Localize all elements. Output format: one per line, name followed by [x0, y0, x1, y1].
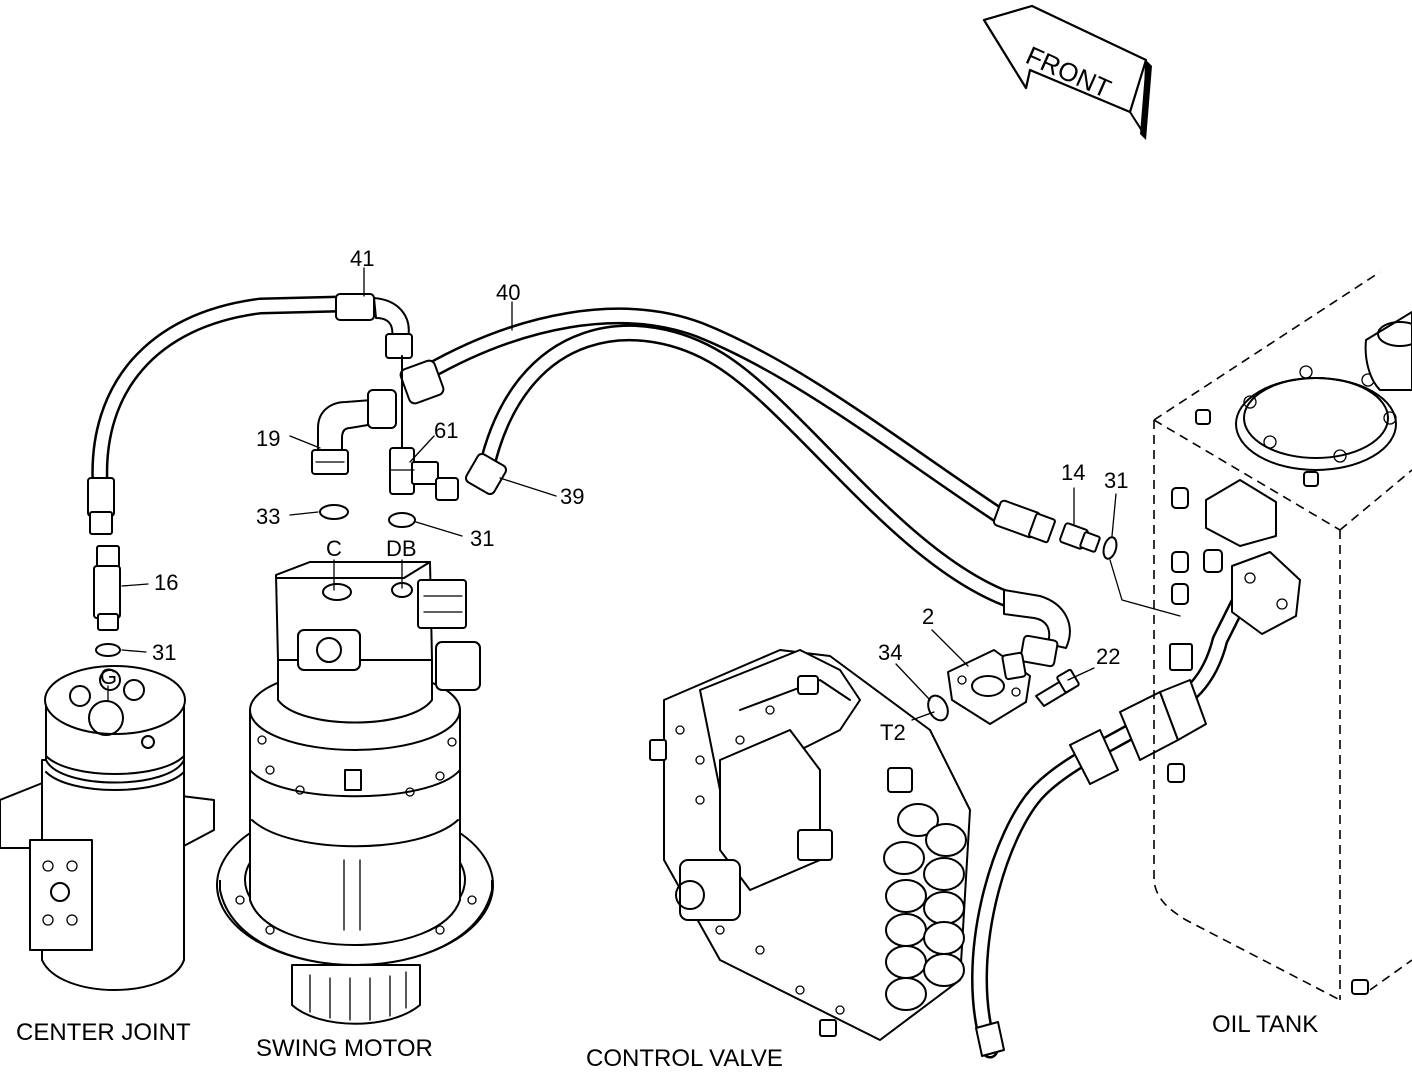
front-arrow-icon: FRONT — [982, 4, 1152, 140]
adapter-14 — [1059, 522, 1101, 553]
o-ring-31-g — [95, 643, 121, 657]
port-labels: C DB G T2 — [100, 536, 906, 745]
callout-34: 34 — [878, 640, 902, 665]
flange-2 — [947, 649, 1031, 725]
elbow-fitting-19 — [311, 389, 397, 475]
center-joint — [0, 665, 215, 991]
control-valve-spools — [883, 803, 967, 1011]
adapter-16 — [93, 545, 121, 631]
control-valve — [649, 649, 971, 1041]
callout-41: 41 — [350, 246, 374, 271]
port-c-label: C — [326, 536, 342, 561]
swing-motor-label: SWING MOTOR — [256, 1035, 433, 1062]
hose-39 — [464, 324, 1071, 668]
callout-40: 40 — [496, 280, 520, 305]
center-joint-label: CENTER JOINT — [16, 1019, 191, 1046]
callout-19: 19 — [256, 426, 280, 451]
hose-40 — [399, 307, 1056, 544]
bolt-22 — [1035, 668, 1080, 707]
control-valve-label: CONTROL VALVE — [586, 1045, 783, 1072]
callout-31-db: 31 — [470, 526, 494, 551]
callout-14: 14 — [1061, 460, 1085, 485]
component-labels: CENTER JOINT SWING MOTOR CONTROL VALVE O… — [16, 1011, 1318, 1072]
port-db-label: DB — [386, 536, 417, 561]
hose-41 — [87, 293, 413, 535]
port-t2-label: T2 — [880, 720, 906, 745]
o-ring-31-tank — [1102, 536, 1118, 560]
callout-39: 39 — [560, 484, 584, 509]
callout-22: 22 — [1096, 644, 1120, 669]
o-ring-31-db — [388, 512, 416, 528]
o-ring-34 — [927, 694, 949, 722]
o-ring-33 — [319, 504, 349, 520]
callout-2: 2 — [922, 604, 934, 629]
callout-31-tank: 31 — [1104, 468, 1128, 493]
swing-motor — [216, 561, 494, 1025]
leader-lines — [107, 267, 1117, 721]
callout-16: 16 — [154, 570, 178, 595]
return-pipe — [971, 551, 1301, 1059]
port-g-label: G — [100, 664, 117, 689]
oil-tank-label: OIL TANK — [1212, 1011, 1318, 1038]
callout-33: 33 — [256, 504, 280, 529]
tee-fitting-61 — [389, 355, 459, 501]
oil-tank — [1153, 271, 1412, 1001]
callout-numbers: 41 40 19 61 39 33 31 16 31 14 31 2 34 22 — [152, 246, 1128, 669]
callout-61: 61 — [434, 418, 458, 443]
callout-31-g: 31 — [152, 640, 176, 665]
